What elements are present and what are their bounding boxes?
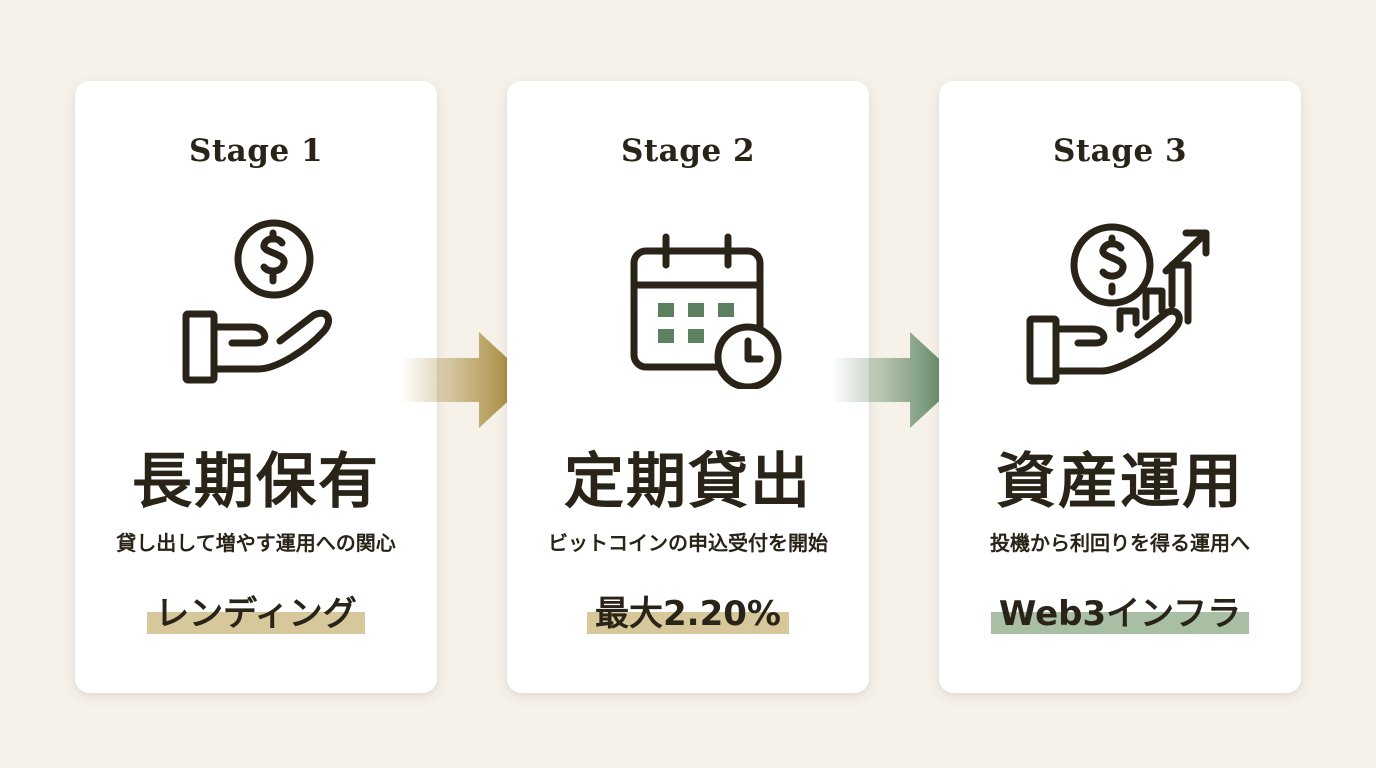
arrow-right-icon (832, 330, 964, 430)
stage-label: Stage 1 (188, 133, 324, 169)
stage-subtitle: ビットコインの申込受付を開始 (548, 531, 828, 555)
stage-card-2: Stage 2 定期貸出 ビットコインの申込受付を開始 最大2.20% (507, 81, 869, 693)
stage-tag-text: 最大2.20% (595, 594, 781, 634)
calendar-clock-icon (507, 219, 869, 389)
arrow-right-icon (401, 330, 533, 430)
tag-highlight (147, 612, 365, 635)
stage-card-1: Stage 1 長期保有 貸し出して増やす運用への関心 レンディング (75, 81, 437, 693)
stage-title: 長期保有 (132, 447, 380, 517)
stage-card-3: Stage 3 資産運用 投機から利回りを得る運用へ Web3インフラ (939, 81, 1301, 693)
stage-tag-text: レンディング (155, 594, 357, 634)
stage-subtitle: 貸し出して増やす運用への関心 (116, 531, 396, 555)
stage-label: Stage 3 (1052, 133, 1188, 169)
stage-title: 資産運用 (996, 447, 1244, 517)
stage-tag: 最大2.20% (507, 594, 869, 635)
hand-coin-growth-icon (939, 219, 1301, 389)
tag-highlight (990, 612, 1250, 635)
stage-title: 定期貸出 (564, 447, 812, 517)
hand-coin-icon (75, 219, 437, 389)
stage-tag: レンディング (75, 594, 437, 635)
tag-highlight (587, 612, 789, 635)
stage-tag: Web3インフラ (939, 594, 1301, 635)
stage-subtitle: 投機から利回りを得る運用へ (990, 531, 1250, 555)
stage-tag-text: Web3インフラ (998, 594, 1242, 634)
stage-label: Stage 2 (620, 133, 756, 169)
